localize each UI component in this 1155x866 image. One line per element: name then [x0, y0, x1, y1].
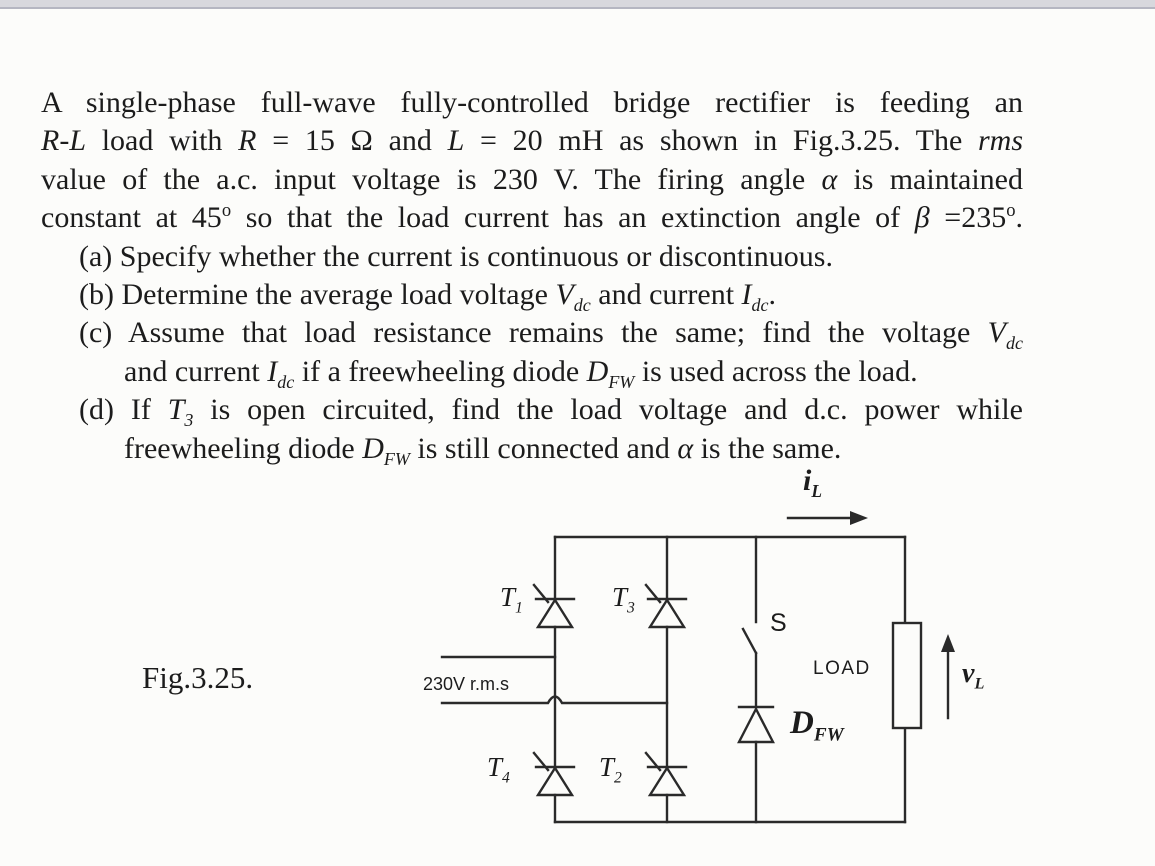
load-current-label: iL [803, 464, 822, 501]
problem-line-4: constant at 45o so that the load current… [41, 200, 1023, 235]
load-label: LOAD [813, 658, 871, 679]
thyristor-t3-symbol [644, 535, 688, 769]
source-voltage-label: 230V r.m.s [423, 674, 510, 694]
problem-item-b: (b) Determine the average load voltage V… [79, 278, 777, 316]
problem-item-d-cont: freewheeling diode DFW is still connecte… [124, 431, 842, 469]
problem-item-c: (c) Assume that load resistance remains … [79, 316, 1023, 354]
load-voltage-label: vL [962, 658, 985, 693]
problem-item-d: (d) If T3 is open circuited, find the lo… [79, 393, 1023, 431]
thyristor-t4-label: T4 [487, 752, 510, 787]
problem-line-1: A single-phase full-wave fully-controlle… [41, 86, 1023, 119]
load-current-arrow [786, 511, 868, 525]
load-resistor-symbol [891, 535, 923, 824]
thyristor-t1-symbol [532, 535, 576, 769]
problem-statement: A single-phase full-wave fully-controlle… [41, 84, 1023, 468]
thyristor-t2-label: T2 [599, 752, 622, 787]
problem-line-3: value of the a.c. input voltage is 230 V… [41, 162, 1023, 196]
thyristor-t2-symbol [644, 751, 688, 824]
freewheel-diode-label: DFW [790, 705, 844, 746]
figure-caption: Fig.3.25. [142, 660, 254, 695]
switch-s-symbol [741, 535, 758, 655]
problem-item-c-cont: and current Idc if a freewheeling diode … [124, 354, 918, 392]
freewheel-diode-symbol [737, 651, 775, 824]
problem-line-2: R-L load with R = 15 Ω and L = 20 mH as … [41, 124, 1024, 158]
problem-item-a: (a) Specify whether the current is conti… [79, 239, 833, 273]
switch-s-label: S [770, 609, 787, 637]
load-voltage-arrow [941, 634, 955, 720]
thyristor-t4-symbol [532, 751, 576, 824]
thyristor-t3-label: T3 [612, 582, 635, 617]
thyristor-t1-label: T1 [500, 582, 523, 617]
page-top-edge [0, 0, 1155, 9]
